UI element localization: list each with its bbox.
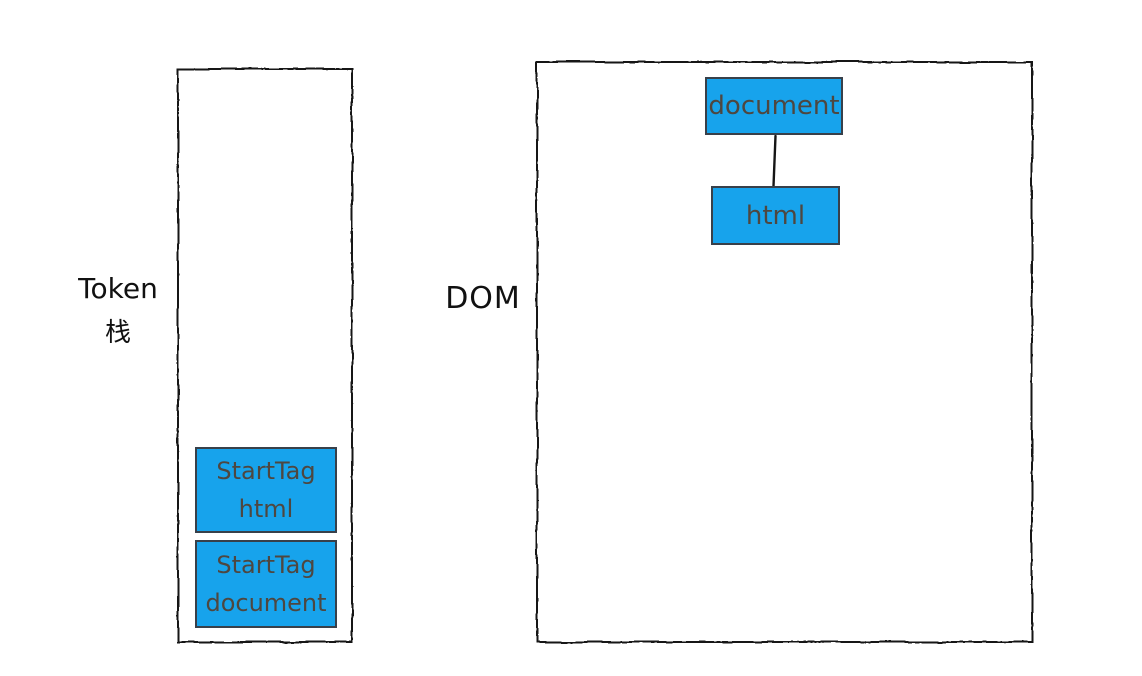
dom-label: DOM (445, 281, 521, 316)
dom-node-document: document (705, 77, 843, 135)
token-box-starttag-html: StartTag html (195, 447, 337, 533)
dom-node-html: html (711, 186, 840, 245)
token-box-starttag-document: StartTag document (195, 540, 337, 628)
token-label-line1: Token (78, 272, 158, 305)
token-label-line2: 栈 (104, 317, 131, 348)
dom-container-outline (536, 61, 1033, 643)
tree-edge-document-html (772, 134, 777, 188)
token-stack-label: Token 栈 (58, 272, 178, 349)
